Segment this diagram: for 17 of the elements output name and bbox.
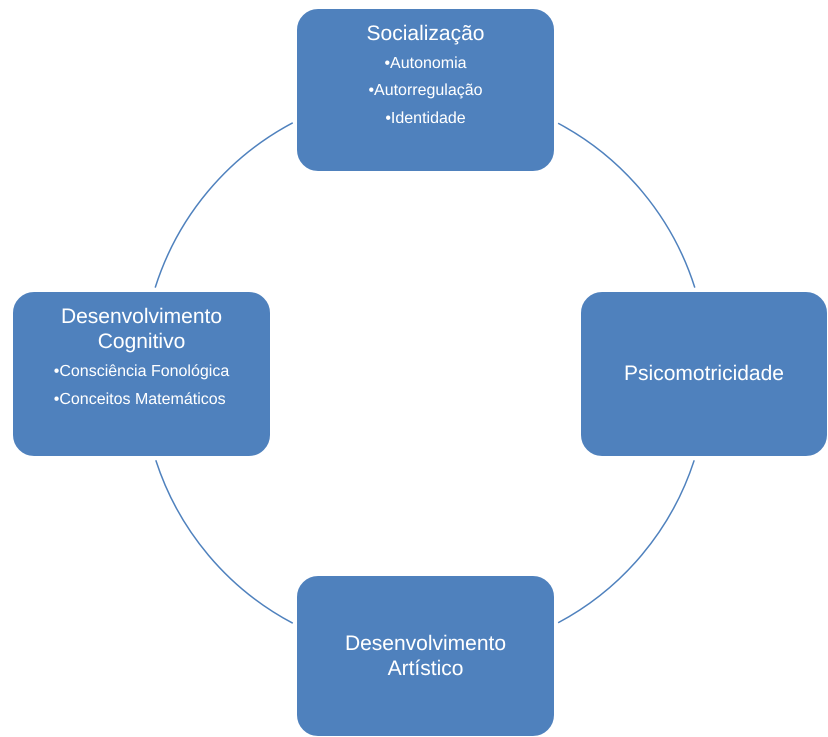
bullet-item: •Identidade — [384, 108, 467, 129]
process-box — [12, 291, 271, 457]
box-heading: Psicomotricidade — [624, 361, 784, 387]
connector-arc — [558, 460, 695, 624]
bullet-item: •Autonomia — [383, 54, 468, 74]
process-box — [296, 8, 555, 172]
connector-arc — [558, 122, 696, 288]
bullet-item: •Conceitos Matemáticos — [54, 390, 227, 410]
box-heading: Socialização — [366, 21, 484, 46]
process-box — [580, 291, 828, 457]
box-heading: Desenvolvimento Artístico — [344, 630, 508, 682]
process-box — [296, 575, 555, 737]
box-heading: Desenvolvimento Cognitivo — [60, 304, 224, 354]
bullet-item: •Autorregulação — [368, 81, 483, 102]
connector-arc — [154, 122, 294, 288]
connector-arc — [155, 460, 294, 624]
bullet-item: •Consciência Fonológica — [54, 362, 230, 382]
